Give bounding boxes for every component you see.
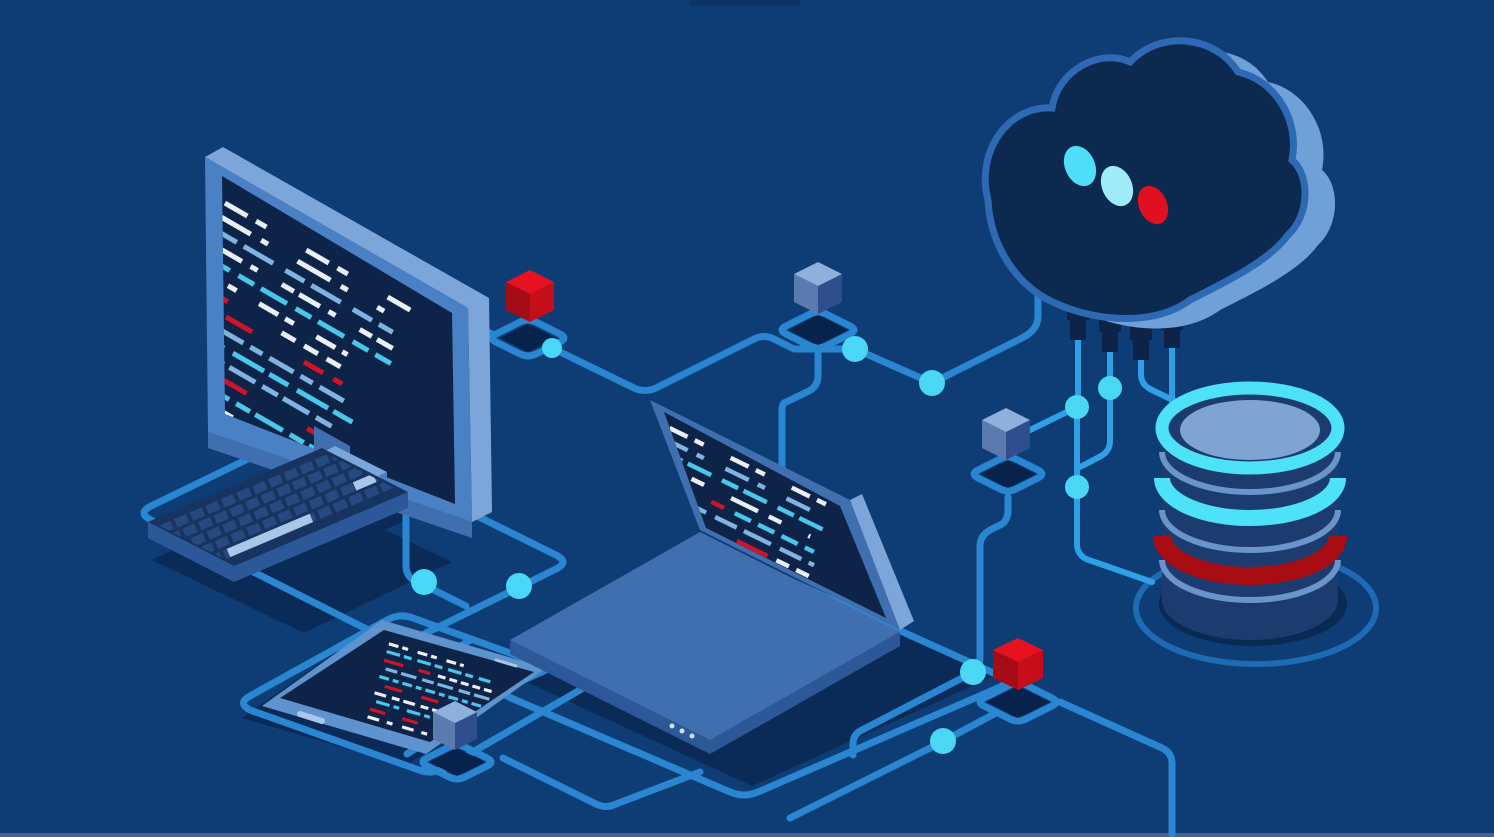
blue-cube-2 — [982, 408, 1030, 460]
cloud-plug-tip — [1070, 320, 1086, 340]
trace-pad4-exit — [1056, 698, 1176, 837]
cloud-cable-3 — [1138, 357, 1188, 409]
laptop-screen-rim — [850, 494, 914, 630]
phone-home-button — [297, 711, 325, 724]
laptop-deck-front — [510, 632, 900, 754]
cloud-plug-tip — [1133, 340, 1149, 360]
cloud-plug-tip — [1164, 330, 1180, 348]
laptop-screen — [664, 412, 886, 618]
database-rim-band — [1159, 509, 1341, 553]
connection-nodes — [411, 336, 1122, 754]
accent-key — [352, 473, 377, 491]
diamond-pad-5-fill — [429, 748, 485, 776]
cloud-server — [981, 37, 1336, 329]
top-smudge — [690, 0, 800, 6]
phone-loop-trace — [240, 612, 590, 776]
connection-node — [1065, 395, 1089, 419]
status-dot-cyan-light — [1100, 165, 1134, 207]
spacebar-key — [226, 513, 314, 558]
data-cubes — [433, 262, 1043, 750]
keyboard-front — [148, 492, 408, 582]
laptop-led — [669, 723, 675, 729]
trace-top-flow — [548, 333, 936, 394]
diamond-pad-3-fill — [980, 460, 1036, 488]
laptop-deck — [510, 532, 900, 740]
cloud-cable-2 — [1077, 349, 1113, 470]
database-rim-band — [1159, 559, 1341, 603]
database-cylinder — [1162, 428, 1338, 640]
blue-cube-1 — [794, 262, 842, 314]
trace-laptop-right-riser — [849, 493, 1012, 759]
red-cube-2 — [993, 638, 1043, 690]
connection-node — [506, 573, 532, 599]
red-cube-1 — [506, 270, 554, 322]
trace-pad2-stub — [778, 346, 822, 474]
bottom-edge-strip — [0, 833, 1494, 837]
phone-speaker-slit — [494, 658, 518, 668]
laptop-led — [679, 728, 685, 734]
status-dot-cyan — [1063, 145, 1097, 187]
cloud-front-layer — [981, 37, 1309, 322]
trace-node6-up — [928, 258, 1042, 387]
diamond-pad-4-fill — [986, 686, 1050, 718]
laptop — [510, 400, 914, 754]
database-rim-band — [1159, 451, 1341, 495]
cloud-plug-tip — [1102, 332, 1118, 352]
status-dot-red — [1137, 185, 1169, 225]
monitor-screen — [222, 176, 455, 504]
connection-node — [1098, 376, 1122, 400]
database-red-band — [1153, 535, 1347, 585]
blue-cube-3 — [433, 701, 477, 750]
connection-node — [842, 336, 868, 362]
diamond-pad-1-fill — [500, 324, 556, 352]
database — [1153, 381, 1347, 640]
trace-pad5-to-laptop — [499, 754, 704, 810]
keyboard — [148, 448, 408, 582]
connection-node — [1065, 475, 1089, 499]
connection-node — [930, 728, 956, 754]
connection-node — [919, 370, 945, 396]
monitor-back-edge — [205, 147, 492, 522]
database-glow-band — [1154, 477, 1346, 526]
connection-node — [542, 338, 562, 358]
database-top-face — [1180, 400, 1320, 460]
connection-node — [411, 569, 437, 595]
laptop-led — [689, 733, 695, 739]
trace-to-database-ring — [1074, 484, 1155, 585]
diamond-pad-2-fill — [788, 315, 848, 345]
connection-node — [960, 659, 986, 685]
cloud-status-dots — [1063, 145, 1169, 225]
